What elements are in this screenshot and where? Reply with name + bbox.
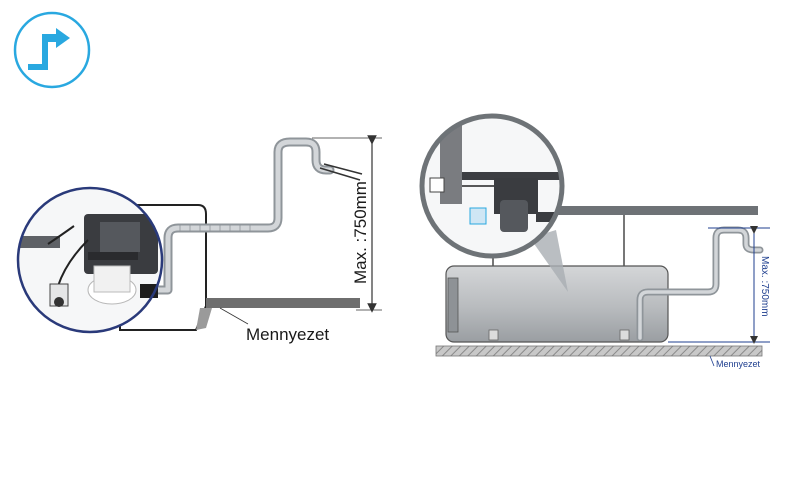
left-installation: Max. :750mm Mennyezet [16, 135, 382, 344]
right-installation: Max. :750mm Mennyezet [419, 113, 770, 369]
left-ceiling-label: Mennyezet [246, 325, 329, 344]
right-ceiling-label: Mennyezet [716, 359, 761, 369]
left-max-height-label: Max. :750mm [351, 181, 370, 284]
right-pump-detail-circle [419, 113, 565, 259]
right-ceiling-slab [435, 345, 763, 357]
right-top-beam [546, 206, 758, 215]
right-max-height-label: Max. :750mm [759, 256, 770, 317]
left-ceiling-bar [206, 298, 360, 308]
right-indoor-unit [445, 265, 669, 343]
drain-route-icon [13, 11, 91, 89]
left-pump-detail-circle [16, 186, 164, 334]
